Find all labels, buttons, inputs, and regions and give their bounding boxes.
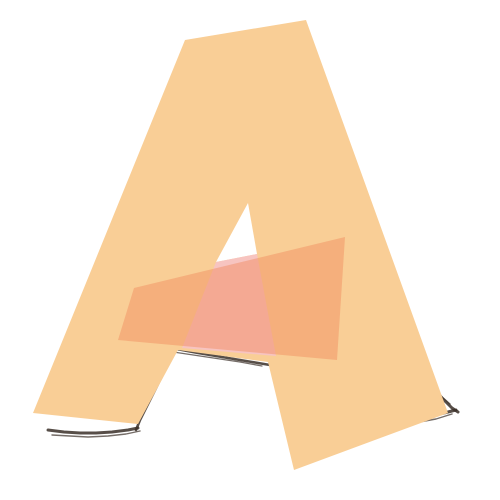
letter-counter (216, 203, 257, 262)
counter-tint (182, 254, 276, 356)
crossbar (118, 237, 345, 360)
sketch-stroke-bottom-left (46, 426, 140, 435)
sketch-stroke-bottom-left-2 (51, 430, 141, 438)
